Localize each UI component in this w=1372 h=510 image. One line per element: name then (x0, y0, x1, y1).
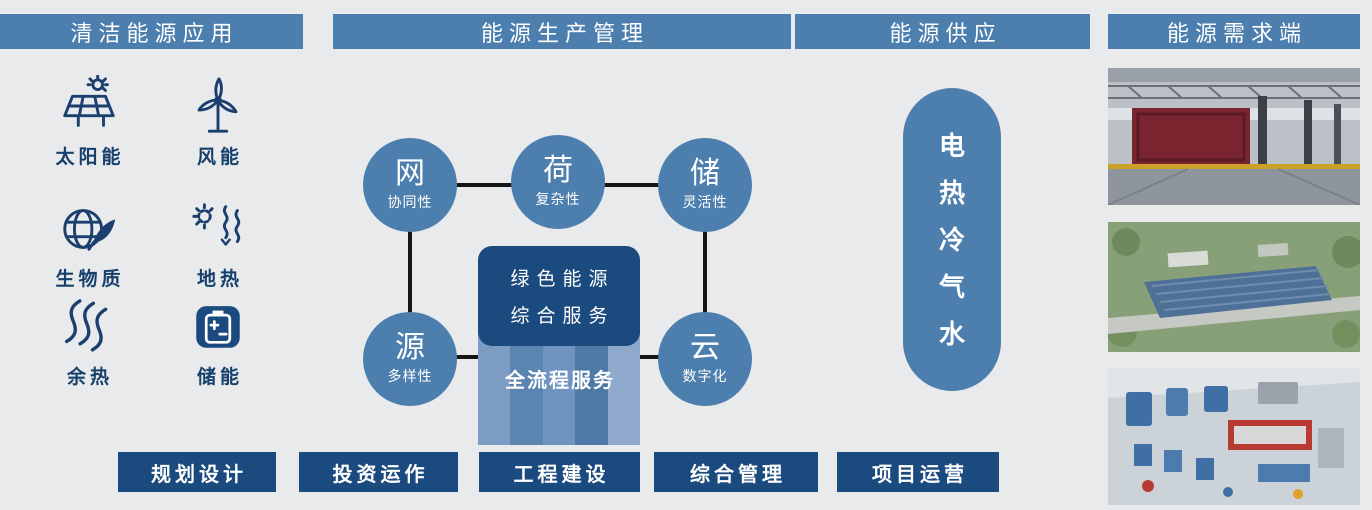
energy-item-solar: 太阳能 (32, 74, 144, 169)
node-load: 荷 复杂性 (511, 135, 605, 229)
line-grid-load (450, 183, 516, 187)
line-load-storage (600, 183, 663, 187)
green-energy-service-box: 绿色能源 综合服务 (478, 246, 640, 346)
energy-supply-pill: 电 热 冷 气 水 (903, 88, 1001, 391)
full-process-stripes (478, 330, 640, 445)
battery-storage-icon (186, 294, 250, 358)
node-grid-char: 网 (395, 157, 425, 191)
stage-button-investment-operation[interactable]: 投资运作 (299, 452, 458, 492)
header-energy-production-management: 能源生产管理 (333, 14, 791, 49)
node-source: 源 多样性 (363, 312, 457, 406)
factory-aerial-photo (1108, 222, 1360, 352)
line-source-center (450, 355, 484, 359)
factory-interior-photo (1108, 68, 1360, 205)
node-grid: 网 协同性 (363, 138, 457, 232)
node-source-char: 源 (395, 331, 425, 365)
supply-water: 水 (938, 318, 965, 349)
node-grid-sub: 协同性 (387, 193, 433, 210)
plant-3d-render-photo (1108, 368, 1360, 505)
center-box-line1: 绿色能源 (510, 269, 615, 290)
energy-label-wind: 风能 (196, 147, 243, 168)
supply-cooling: 冷 (938, 224, 965, 255)
stage-button-comprehensive-management[interactable]: 综合管理 (654, 452, 818, 492)
line-storage-cloud (703, 225, 707, 320)
node-cloud-sub: 数字化 (682, 367, 728, 384)
supply-electricity: 电 (938, 130, 965, 161)
center-box-line2: 综合服务 (510, 306, 615, 327)
energy-item-biomass: 生物质 (32, 196, 144, 291)
header-clean-energy-application: 清洁能源应用 (0, 14, 303, 49)
energy-label-biomass: 生物质 (55, 269, 125, 290)
node-source-sub: 多样性 (387, 367, 433, 384)
energy-label-solar: 太阳能 (55, 147, 125, 168)
energy-item-storage: 储能 (162, 294, 274, 389)
header-energy-demand-side: 能源需求端 (1108, 14, 1360, 49)
energy-label-waste-heat: 余热 (66, 367, 113, 388)
line-grid-source (408, 225, 412, 320)
supply-heat: 热 (938, 177, 965, 208)
supply-gas: 气 (938, 271, 965, 302)
energy-item-waste-heat: 余热 (32, 294, 144, 389)
energy-item-wind: 风能 (162, 74, 274, 169)
stage-button-project-operation[interactable]: 项目运营 (837, 452, 999, 492)
node-cloud: 云 数字化 (658, 312, 752, 406)
node-storage: 储 灵活性 (658, 138, 752, 232)
energy-label-storage: 储能 (196, 367, 243, 388)
waste-heat-waves-icon (56, 294, 120, 358)
stage-button-engineering-construction[interactable]: 工程建设 (479, 452, 640, 492)
node-load-char: 荷 (543, 154, 573, 188)
node-cloud-char: 云 (690, 331, 720, 365)
node-storage-char: 储 (690, 157, 720, 191)
biomass-globe-leaf-icon (56, 196, 120, 260)
solar-panel-icon (56, 74, 120, 138)
header-energy-supply: 能源供应 (795, 14, 1090, 49)
node-storage-sub: 灵活性 (682, 193, 728, 210)
wind-turbine-icon (186, 74, 250, 138)
energy-item-geothermal: 地热 (162, 196, 274, 291)
energy-label-geothermal: 地热 (196, 269, 243, 290)
geothermal-heat-icon (186, 196, 250, 260)
line-cloud-center (634, 355, 668, 359)
stage-button-planning-design[interactable]: 规划设计 (118, 452, 276, 492)
node-load-sub: 复杂性 (535, 190, 581, 207)
full-process-service-label: 全流程服务 (505, 370, 615, 392)
